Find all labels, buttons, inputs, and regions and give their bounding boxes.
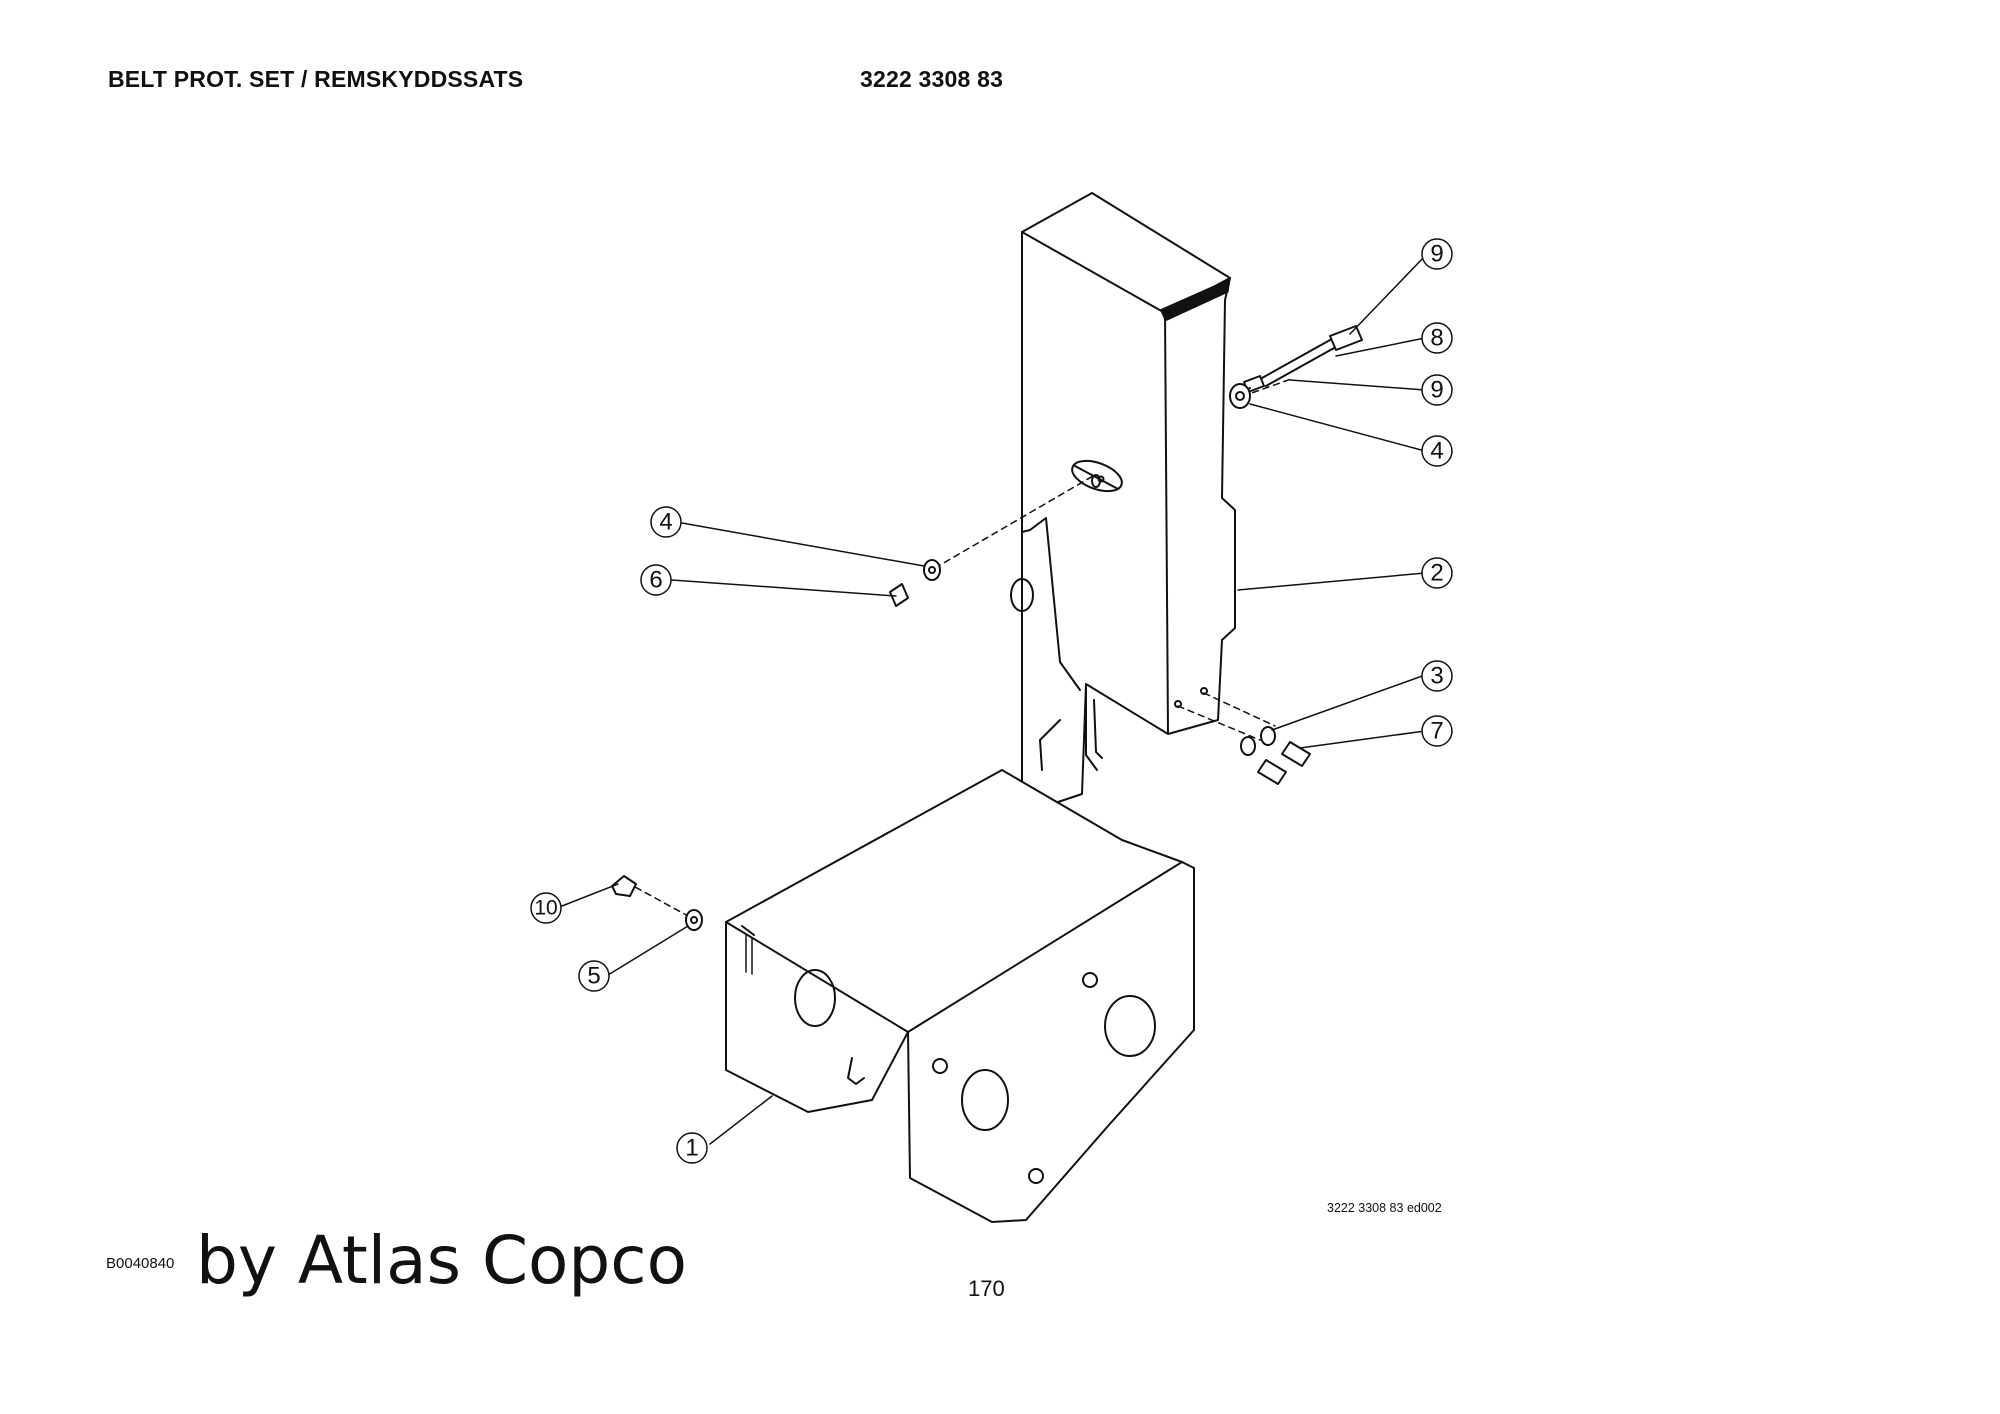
callout-2: 2 (1430, 560, 1443, 587)
callout-3: 3 (1430, 663, 1443, 690)
callout-4-right: 4 (1430, 438, 1443, 465)
leader-lines (561, 255, 1426, 1145)
page-title: BELT PROT. SET / REMSKYDDSSATS (108, 66, 524, 92)
callout-7: 7 (1430, 718, 1443, 745)
drawing-id: 3222 3308 83 ed002 (1327, 1201, 1442, 1215)
callout-8: 8 (1430, 325, 1443, 352)
callout-1: 1 (685, 1135, 698, 1162)
callout-5: 5 (587, 963, 600, 990)
callout-9-lower: 9 (1430, 377, 1443, 404)
callout-circles (530, 238, 1453, 1164)
belt-guard-upper (1010, 192, 1236, 809)
callout-4-left: 4 (659, 509, 672, 536)
assembly-lines (625, 377, 1295, 917)
part-number: 3222 3308 83 (860, 66, 1004, 92)
brand-text: by Atlas Copco (196, 1222, 687, 1299)
belt-guard-lower (725, 769, 1195, 1223)
callout-6: 6 (649, 567, 662, 594)
page-number: 170 (968, 1276, 1005, 1301)
callout-9-top: 9 (1430, 241, 1443, 268)
hardware (611, 325, 1363, 931)
callout-10: 10 (534, 897, 557, 920)
document-code: B0040840 (106, 1255, 175, 1272)
